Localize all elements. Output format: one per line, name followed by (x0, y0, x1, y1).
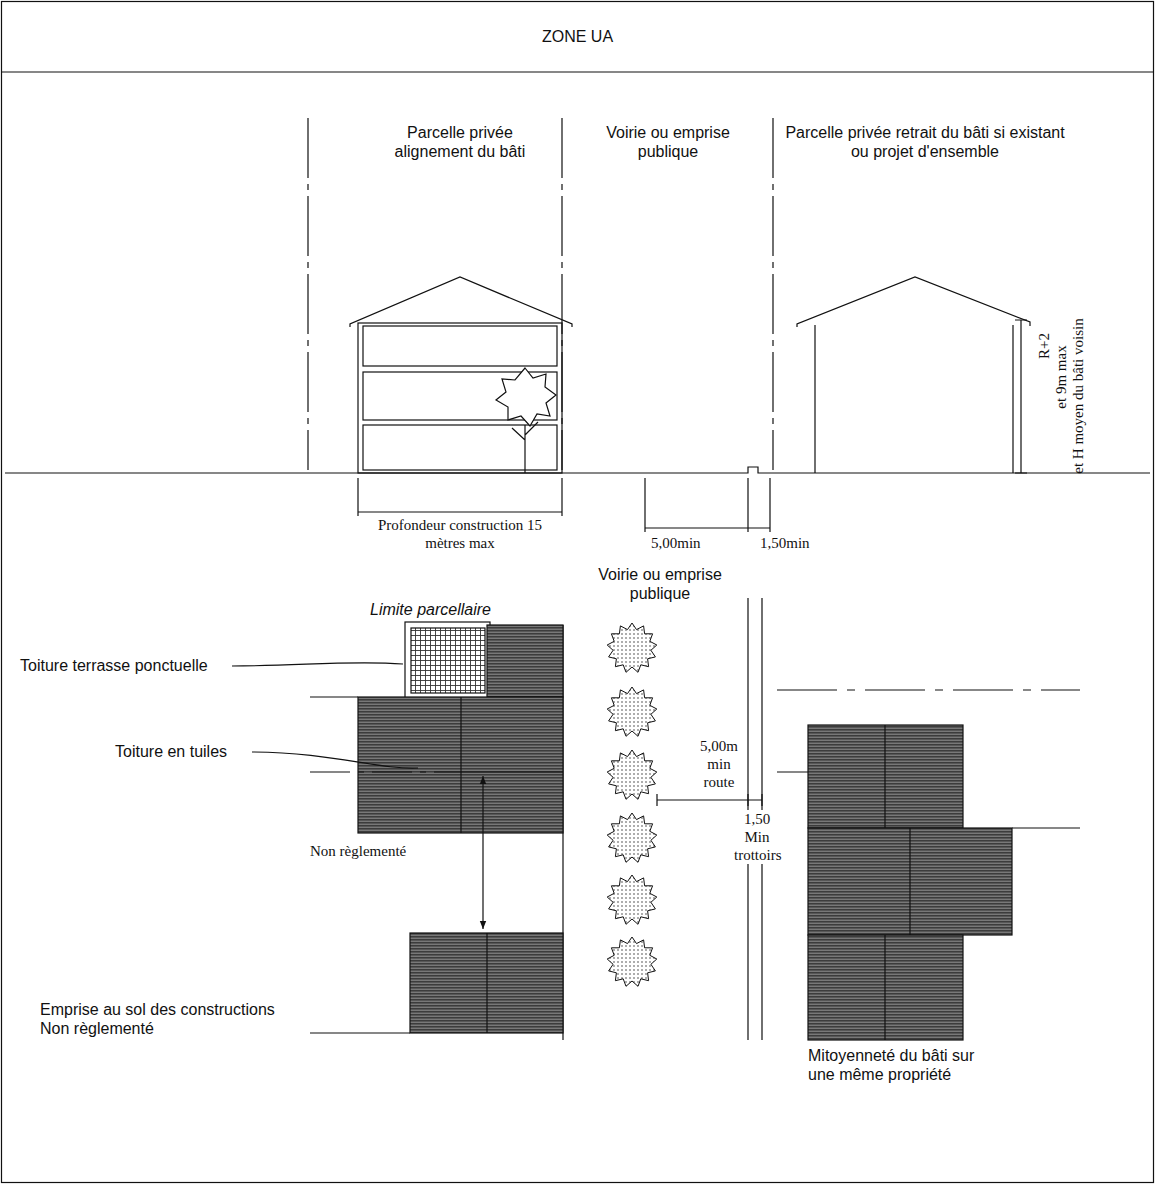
tree-symbol (607, 875, 657, 924)
tree-symbol (607, 623, 657, 672)
annotation: Parcelle privée alignement du bâti (375, 123, 545, 161)
ridge (460, 697, 461, 833)
building-wall (815, 325, 1013, 473)
tree-crown (496, 368, 556, 426)
annotation: Toiture en tuiles (115, 742, 255, 761)
tree-symbol (607, 750, 657, 799)
annotation: Voirie ou emprise publique (606, 123, 730, 161)
ground-line (5, 467, 1150, 473)
annotation: Emprise au sol des constructions Non règ… (40, 1000, 280, 1038)
annotation: Profondeur construction 15 mètres max (360, 516, 560, 552)
plot-line (777, 689, 1080, 690)
tile-roof (487, 625, 563, 697)
floor (363, 326, 557, 366)
annotation: Limite parcellaire (370, 600, 530, 619)
annotation: Parcelle privée retrait du bâti si exist… (780, 123, 1070, 161)
height-note: et 9m max (1052, 345, 1070, 408)
distance-arrow (482, 776, 483, 929)
terrace-border (405, 622, 490, 699)
title-rule (2, 71, 1154, 72)
roof (350, 277, 572, 327)
dimension-line (358, 478, 562, 516)
flat-roof (411, 628, 485, 693)
zone-title: ZONE UA (0, 27, 1155, 46)
plot-line (310, 696, 358, 697)
height-note: et H moyen du bâti voisin (1069, 318, 1087, 473)
tree-trunk (512, 422, 538, 473)
parcel-limit (308, 118, 773, 470)
annotation: Toiture terrasse ponctuelle (20, 656, 235, 675)
annotation: Non règlementé (310, 842, 470, 860)
tree-symbol (607, 813, 657, 862)
annotation: 1,50 Min trottoirs (734, 810, 780, 864)
leader-line (252, 752, 418, 768)
tree-symbol (607, 687, 657, 736)
ridge (486, 933, 487, 1033)
annotation: 1,50min (760, 534, 840, 552)
annotation: 5,00min (651, 534, 746, 552)
plot-line (310, 771, 470, 772)
height-dimension (1015, 320, 1027, 473)
annotation: Mitoyenneté du bâti sur une même proprié… (808, 1046, 978, 1084)
height-note: R+2 (1035, 333, 1053, 359)
dimension-line (657, 794, 762, 806)
plot-line (470, 771, 563, 772)
tile-roof (410, 933, 563, 1033)
plot-line (310, 1032, 410, 1033)
dimension-line (645, 478, 770, 532)
annotation: 5,00m min route (693, 737, 745, 791)
tree-symbol (607, 937, 657, 986)
plan-limit (563, 598, 762, 1040)
annotation: Voirie ou emprise publique (598, 565, 722, 603)
building-wall (358, 323, 562, 473)
tile-roof (358, 697, 563, 833)
ridge (885, 725, 910, 1040)
leader-line (232, 663, 403, 666)
roof (797, 277, 1030, 327)
